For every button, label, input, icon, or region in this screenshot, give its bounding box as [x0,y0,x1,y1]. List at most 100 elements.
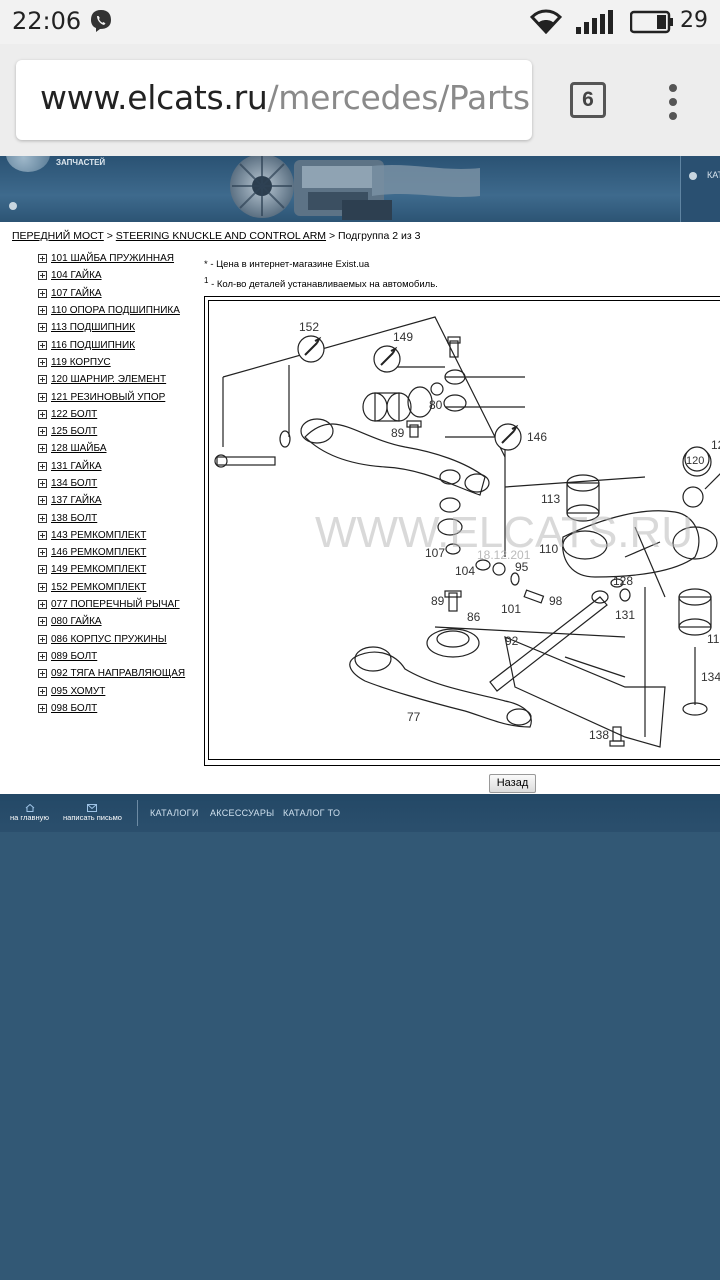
url-text[interactable]: www.elcats.ru/mercedes/Parts.as [40,78,532,117]
expand-plus-icon[interactable] [38,254,47,264]
list-item[interactable]: 121 РЕЗИНОВЫЙ УПОР [38,388,185,405]
part-link[interactable]: 104 ГАЙКА [51,270,102,282]
back-button[interactable]: Назад [489,774,536,793]
callout-label[interactable]: 101 [501,602,521,616]
part-link[interactable]: 137 ГАЙКА [51,495,102,507]
list-item[interactable]: 092 ТЯГА НАПРАВЛЯЮЩАЯ [38,665,185,682]
part-link[interactable]: 146 РЕМКОМПЛЕКТ [51,547,147,559]
callout-label[interactable]: 98 [549,594,563,608]
callout-label[interactable]: 113 [541,492,560,506]
callout-label[interactable]: 138 [589,728,609,742]
part-link[interactable]: 138 БОЛТ [51,512,98,524]
part-link[interactable]: 131 ГАЙКА [51,460,102,472]
list-item[interactable]: 089 БОЛТ [38,648,185,665]
list-item[interactable]: 134 БОЛТ [38,475,185,492]
callout-label[interactable]: 134 [701,670,720,684]
expand-plus-icon[interactable] [38,375,47,385]
callout-label[interactable]: 95 [515,560,529,574]
expand-plus-icon[interactable] [38,271,47,281]
expand-plus-icon[interactable] [38,496,47,506]
callout-label[interactable]: 92 [505,634,519,648]
part-link[interactable]: 110 ОПОРА ПОДШИПНИКА [51,305,180,317]
breadcrumb-front-axle[interactable]: ПЕРЕДНИЙ МОСТ [12,230,104,242]
part-link[interactable]: 119 КОРПУС [51,356,111,368]
part-link[interactable]: 125 БОЛТ [51,426,98,438]
part-link[interactable]: 122 БОЛТ [51,408,98,420]
part-link[interactable]: 080 ГАЙКА [51,616,102,628]
part-link[interactable]: 128 ШАЙБА [51,443,107,455]
expand-plus-icon[interactable] [38,427,47,437]
callout-label[interactable]: 128 [613,574,633,588]
expand-plus-icon[interactable] [38,669,47,679]
expand-plus-icon[interactable] [38,288,47,298]
expand-plus-icon[interactable] [38,634,47,644]
expand-plus-icon[interactable] [38,617,47,627]
list-item[interactable]: 122 БОЛТ [38,406,185,423]
callout-label[interactable]: 11 [707,632,720,646]
part-link[interactable]: 095 ХОМУТ [51,685,106,697]
callout-label[interactable]: 89 [431,594,445,608]
list-item[interactable]: 104 ГАЙКА [38,267,185,284]
part-link[interactable]: 116 ПОДШИПНИК [51,339,136,351]
expand-plus-icon[interactable] [38,703,47,713]
part-link[interactable]: 101 ШАЙБА ПРУЖИННАЯ [51,253,175,265]
list-item[interactable]: 152 РЕМКОМПЛЕКТ [38,579,185,596]
callout-label[interactable]: 104 [455,564,475,578]
part-link[interactable]: 098 БОЛТ [51,702,98,714]
expand-plus-icon[interactable] [38,548,47,558]
part-link[interactable]: 107 ГАЙКА [51,287,102,299]
list-item[interactable]: 116 ПОДШИПНИК [38,336,185,353]
callout-label[interactable]: 107 [425,546,445,560]
parts-diagram[interactable]: WWW.ELCATS.RU 18.12.201 152 149 80 89 14… [204,296,720,766]
overflow-menu-icon[interactable] [658,80,688,124]
expand-plus-icon[interactable] [38,582,47,592]
callout-label[interactable]: 86 [467,610,481,624]
part-link[interactable]: 086 КОРПУС ПРУЖИНЫ [51,633,167,645]
callout-label[interactable]: 12 [711,438,720,452]
expand-plus-icon[interactable] [38,306,47,316]
write-letter-link[interactable]: написать письмо [63,804,122,822]
expand-plus-icon[interactable] [38,565,47,575]
list-item[interactable]: 120 ШАРНИР. ЭЛЕМЕНТ [38,371,185,388]
list-item[interactable]: 113 ПОДШИПНИК [38,319,185,336]
callout-label[interactable]: 131 [615,608,635,622]
part-link[interactable]: 149 РЕМКОМПЛЕКТ [51,564,147,576]
list-item[interactable]: 077 ПОПЕРЕЧНЫЙ РЫЧАГ [38,596,185,613]
list-item[interactable]: 125 БОЛТ [38,423,185,440]
part-link[interactable]: 143 РЕМКОМПЛЕКТ [51,529,147,541]
list-item[interactable]: 101 ШАЙБА ПРУЖИННАЯ [38,250,185,267]
callout-label[interactable]: 146 [527,430,547,444]
breadcrumb-steering-knuckle[interactable]: STEERING KNUCKLE AND CONTROL ARM [115,230,327,242]
expand-plus-icon[interactable] [38,479,47,488]
home-link[interactable]: на главную [10,804,49,822]
expand-plus-icon[interactable] [38,513,47,523]
footer-link-catalogs[interactable]: КАТАЛОГИ [150,808,199,818]
part-link[interactable]: 077 ПОПЕРЕЧНЫЙ РЫЧАГ [51,599,180,611]
list-item[interactable]: 086 КОРПУС ПРУЖИНЫ [38,631,185,648]
callout-label[interactable]: 89 [391,426,405,440]
list-item[interactable]: 107 ГАЙКА [38,285,185,302]
footer-link-maintenance-catalog[interactable]: КАТАЛОГ ТО [283,808,341,818]
callout-label[interactable]: 110 [539,542,558,556]
expand-plus-icon[interactable] [38,444,47,454]
expand-plus-icon[interactable] [38,340,47,350]
part-link[interactable]: 113 ПОДШИПНИК [51,322,136,334]
list-item[interactable]: 110 ОПОРА ПОДШИПНИКА [38,302,185,319]
part-link[interactable]: 134 БОЛТ [51,478,98,489]
list-item[interactable]: 119 КОРПУС [38,354,185,371]
expand-plus-icon[interactable] [38,686,47,696]
list-item[interactable]: 146 РЕМКОМПЛЕКТ [38,544,185,561]
callout-label[interactable]: 77 [407,710,421,724]
expand-plus-icon[interactable] [38,409,47,419]
list-item[interactable]: 143 РЕМКОМПЛЕКТ [38,527,185,544]
header-catalog-panel[interactable]: КАТ [680,156,720,222]
address-bar[interactable]: www.elcats.ru/mercedes/Parts.as [16,60,532,140]
expand-plus-icon[interactable] [38,357,47,367]
list-item[interactable]: 137 ГАЙКА [38,492,185,509]
list-item[interactable]: 080 ГАЙКА [38,613,185,630]
expand-plus-icon[interactable] [38,461,47,471]
part-link[interactable]: 092 ТЯГА НАПРАВЛЯЮЩАЯ [51,668,186,680]
part-link[interactable]: 152 РЕМКОМПЛЕКТ [51,581,147,593]
list-item[interactable]: 098 БОЛТ [38,700,185,717]
footer-link-accessories[interactable]: АКСЕССУАРЫ [210,808,275,818]
